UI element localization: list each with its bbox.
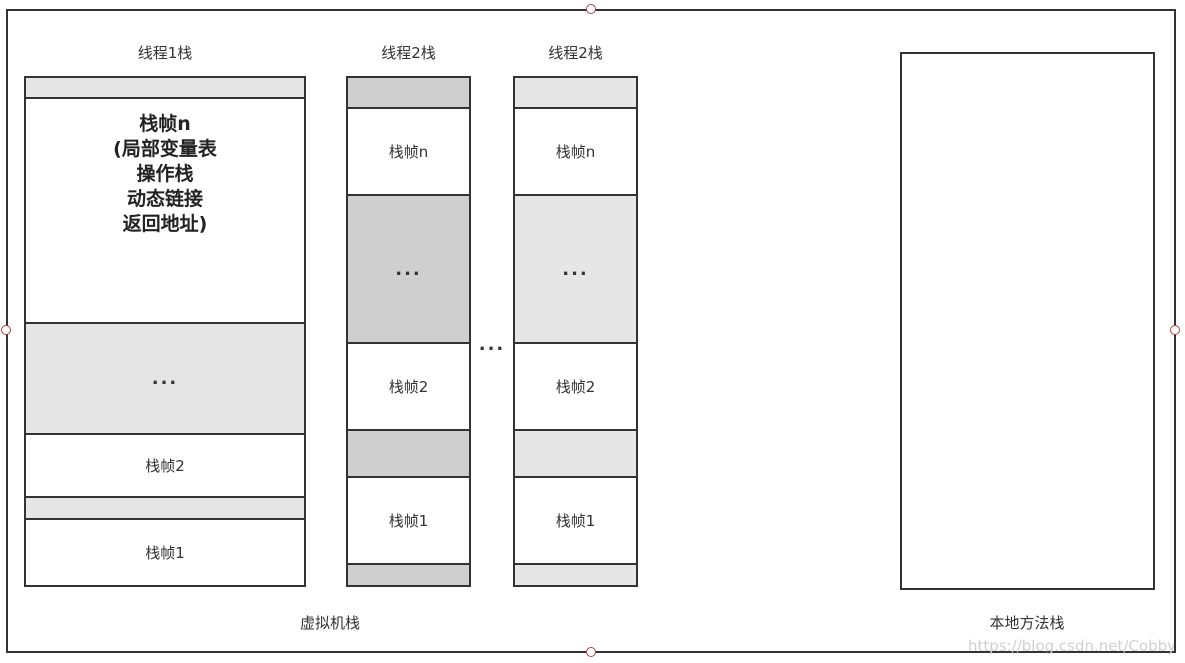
resize-handle-top[interactable]: [586, 4, 596, 14]
stack-block-ellipsis[interactable]: ...: [513, 194, 638, 344]
stack-block-ellipsis[interactable]: ...: [24, 322, 306, 435]
stack-frame-2[interactable]: 栈帧2: [513, 342, 638, 431]
stack-frame-n-detailed[interactable]: 栈帧n (局部变量表 操作栈 动态链接 返回地址): [24, 97, 306, 324]
resize-handle-left[interactable]: [1, 325, 11, 335]
stack-block-gap[interactable]: [24, 496, 306, 520]
resize-handle-bottom[interactable]: [586, 647, 596, 657]
stack-frame-1[interactable]: 栈帧1: [513, 476, 638, 565]
stack-block-gap[interactable]: [346, 429, 471, 478]
stack-frame-2[interactable]: 栈帧2: [346, 342, 471, 431]
frame-n-dynamic-link: 动态链接: [126, 188, 203, 210]
frame-n-local-vars: (局部变量表: [113, 138, 217, 160]
stack-block-top[interactable]: [513, 76, 638, 109]
stack-block-top[interactable]: [346, 76, 471, 109]
frame-1-label: 栈帧1: [145, 544, 185, 562]
native-method-stack-box[interactable]: [900, 52, 1155, 590]
stack-block-top[interactable]: [24, 76, 306, 99]
stack-frame-2[interactable]: 栈帧2: [24, 433, 306, 498]
stack-frame-1[interactable]: 栈帧1: [346, 476, 471, 565]
resize-handle-right[interactable]: [1170, 325, 1180, 335]
stack-block-bottom[interactable]: [346, 563, 471, 587]
frame-n-operand-stack: 操作栈: [136, 163, 194, 185]
frame-1-label: 栈帧1: [555, 512, 596, 530]
frame-n-label: 栈帧n: [388, 143, 429, 161]
stack-block-ellipsis[interactable]: ...: [346, 194, 471, 344]
frame-2-label: 栈帧2: [145, 457, 185, 475]
ellipsis-label: ...: [395, 258, 422, 280]
frame-2-label: 栈帧2: [555, 378, 596, 396]
frame-n-title: 栈帧n: [139, 113, 191, 135]
stack-frame-n[interactable]: 栈帧n: [346, 107, 471, 196]
stack-block-gap[interactable]: [513, 429, 638, 478]
watermark: https://blog.csdn.net/Cobbyer: [968, 637, 1174, 655]
stack-frame-1[interactable]: 栈帧1: [24, 518, 306, 587]
vm-stack-label: 虚拟机栈: [299, 614, 360, 632]
frame-2-label: 栈帧2: [388, 378, 429, 396]
ellipsis-label: ...: [562, 258, 589, 280]
frame-n-label: 栈帧n: [555, 143, 596, 161]
ellipsis-label: ...: [151, 368, 179, 389]
stack-block-bottom[interactable]: [513, 563, 638, 587]
stack-frame-n[interactable]: 栈帧n: [513, 107, 638, 196]
thread-3-stack-label: 线程2栈: [548, 44, 603, 62]
between-stacks-ellipsis: ...: [478, 334, 506, 355]
frame-n-return-address: 返回地址): [122, 213, 208, 235]
frame-1-label: 栈帧1: [388, 512, 429, 530]
native-stack-label: 本地方法栈: [989, 614, 1065, 632]
thread-1-stack-label: 线程1栈: [137, 44, 193, 62]
thread-2-stack-label: 线程2栈: [381, 44, 436, 62]
